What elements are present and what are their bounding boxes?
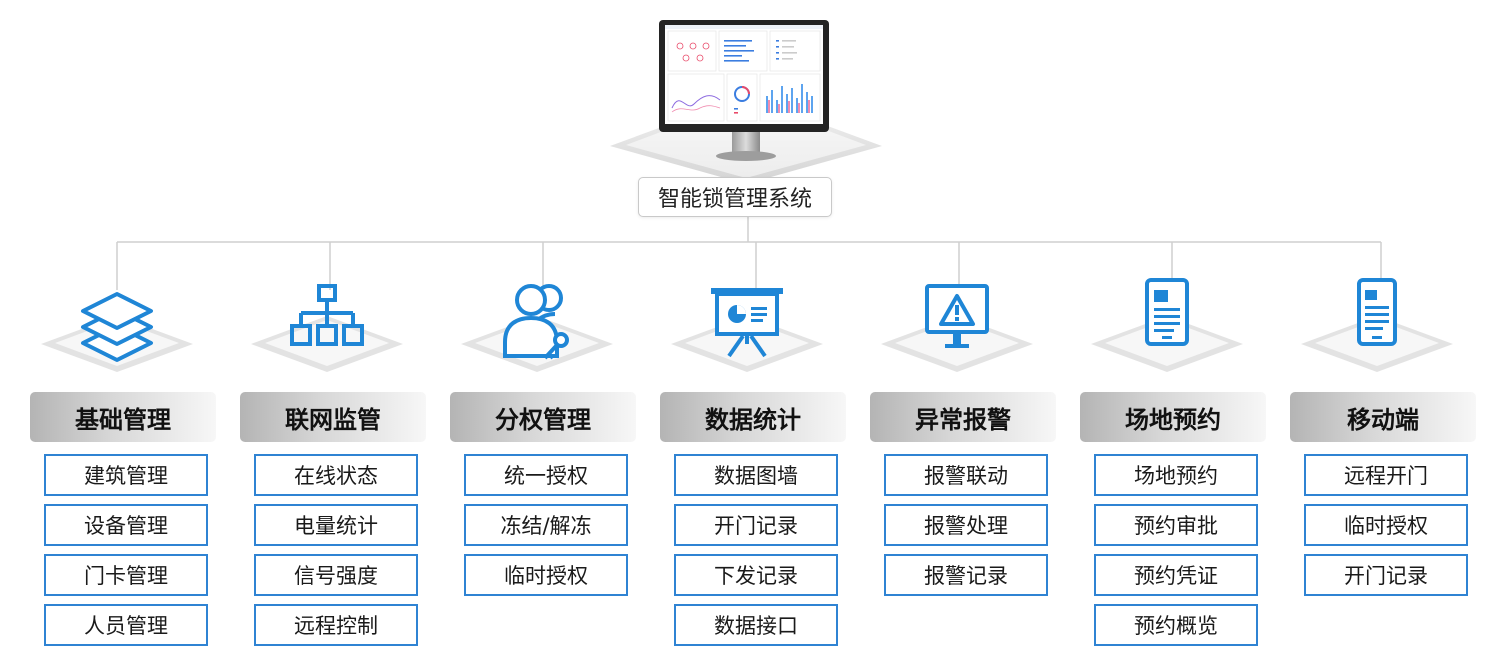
feature-item[interactable]: 开门记录 <box>674 504 838 546</box>
category-title: 异常报警 <box>915 405 1011 434</box>
category-items-network: 在线状态 电量统计 信号强度 远程控制 <box>254 454 418 654</box>
mobile-document-icon <box>1301 278 1453 372</box>
presentation-chart-icon <box>671 288 823 372</box>
tablet-document-icon <box>1091 278 1243 372</box>
category-header-alarm: 异常报警 <box>870 392 1056 442</box>
feature-label: 下发记录 <box>714 564 798 588</box>
feature-label: 临时授权 <box>1344 514 1428 538</box>
feature-label: 预约概览 <box>1134 614 1218 638</box>
category-items-statistics: 数据图墙 开门记录 下发记录 数据接口 <box>674 454 838 654</box>
feature-item[interactable]: 远程开门 <box>1304 454 1468 496</box>
category-column-statistics: 数据统计 数据图墙 开门记录 下发记录 数据接口 <box>642 276 852 656</box>
category-items-alarm: 报警联动 报警处理 报警记录 <box>884 454 1048 604</box>
feature-label: 电量统计 <box>294 514 378 538</box>
root-node: 智能锁管理系统 <box>638 177 832 217</box>
monitor-stand <box>732 130 760 154</box>
feature-label: 开门记录 <box>714 514 798 538</box>
category-title: 基础管理 <box>75 405 171 434</box>
feature-label: 报警处理 <box>924 514 1008 538</box>
feature-label: 建筑管理 <box>84 464 168 488</box>
feature-label: 在线状态 <box>294 464 378 488</box>
layers-icon <box>41 292 193 372</box>
category-column-basic: 基础管理 建筑管理 设备管理 门卡管理 人员管理 <box>12 276 222 656</box>
feature-item[interactable]: 预约审批 <box>1094 504 1258 546</box>
category-title: 分权管理 <box>495 405 591 434</box>
feature-label: 冻结/解冻 <box>500 514 592 538</box>
category-header-mobile: 移动端 <box>1290 392 1476 442</box>
feature-item[interactable]: 远程控制 <box>254 604 418 646</box>
root-title: 智能锁管理系统 <box>657 187 812 212</box>
category-title: 场地预约 <box>1125 405 1221 434</box>
feature-item[interactable]: 统一授权 <box>464 454 628 496</box>
feature-label: 预约审批 <box>1134 514 1218 538</box>
feature-label: 统一授权 <box>504 464 588 488</box>
category-header-basic: 基础管理 <box>30 392 216 442</box>
category-title: 数据统计 <box>705 405 801 434</box>
feature-item[interactable]: 预约凭证 <box>1094 554 1258 596</box>
feature-label: 报警联动 <box>924 464 1008 488</box>
users-key-icon <box>461 284 613 372</box>
feature-item[interactable]: 开门记录 <box>1304 554 1468 596</box>
feature-item[interactable]: 信号强度 <box>254 554 418 596</box>
category-items-basic: 建筑管理 设备管理 门卡管理 人员管理 <box>44 454 208 654</box>
category-title: 移动端 <box>1347 405 1419 434</box>
feature-label: 数据接口 <box>714 614 798 638</box>
feature-label: 远程开门 <box>1344 464 1428 488</box>
feature-label: 信号强度 <box>294 564 378 588</box>
category-header-booking: 场地预约 <box>1080 392 1266 442</box>
category-column-permission: 分权管理 统一授权 冻结/解冻 临时授权 <box>432 276 642 656</box>
feature-item[interactable]: 下发记录 <box>674 554 838 596</box>
category-items-permission: 统一授权 冻结/解冻 临时授权 <box>464 454 628 604</box>
category-column-booking: 场地预约 场地预约 预约审批 预约凭证 预约概览 <box>1062 276 1272 656</box>
feature-label: 远程控制 <box>294 614 378 638</box>
feature-item[interactable]: 电量统计 <box>254 504 418 546</box>
feature-item[interactable]: 在线状态 <box>254 454 418 496</box>
feature-item[interactable]: 冻结/解冻 <box>464 504 628 546</box>
feature-item[interactable]: 报警记录 <box>884 554 1048 596</box>
feature-label: 临时授权 <box>504 564 588 588</box>
feature-label: 开门记录 <box>1344 564 1428 588</box>
category-column-network: 联网监管 在线状态 电量统计 信号强度 远程控制 <box>222 276 432 656</box>
category-title: 联网监管 <box>285 405 381 434</box>
feature-item[interactable]: 建筑管理 <box>44 454 208 496</box>
feature-item[interactable]: 门卡管理 <box>44 554 208 596</box>
feature-label: 报警记录 <box>924 564 1008 588</box>
category-items-mobile: 远程开门 临时授权 开门记录 <box>1304 454 1468 604</box>
feature-item[interactable]: 临时授权 <box>464 554 628 596</box>
feature-item[interactable]: 数据图墙 <box>674 454 838 496</box>
feature-item[interactable]: 设备管理 <box>44 504 208 546</box>
category-items-booking: 场地预约 预约审批 预约凭证 预约概览 <box>1094 454 1258 654</box>
feature-label: 场地预约 <box>1134 464 1218 488</box>
monitor-warning-icon <box>881 284 1033 372</box>
monitor-illustration <box>596 8 896 186</box>
category-header-permission: 分权管理 <box>450 392 636 442</box>
feature-label: 门卡管理 <box>84 564 168 588</box>
feature-item[interactable]: 场地预约 <box>1094 454 1258 496</box>
feature-label: 数据图墙 <box>714 464 798 488</box>
feature-item[interactable]: 报警联动 <box>884 454 1048 496</box>
category-column-mobile: 移动端 远程开门 临时授权 开门记录 <box>1272 276 1482 656</box>
category-header-statistics: 数据统计 <box>660 392 846 442</box>
feature-item[interactable]: 报警处理 <box>884 504 1048 546</box>
feature-item[interactable]: 人员管理 <box>44 604 208 646</box>
feature-label: 设备管理 <box>84 514 168 538</box>
feature-item[interactable]: 预约概览 <box>1094 604 1258 646</box>
feature-label: 预约凭证 <box>1134 564 1218 588</box>
feature-label: 人员管理 <box>84 614 168 638</box>
feature-item[interactable]: 临时授权 <box>1304 504 1468 546</box>
network-tree-icon <box>251 284 403 372</box>
category-column-alarm: 异常报警 报警联动 报警处理 报警记录 <box>852 276 1062 656</box>
category-header-network: 联网监管 <box>240 392 426 442</box>
feature-item[interactable]: 数据接口 <box>674 604 838 646</box>
